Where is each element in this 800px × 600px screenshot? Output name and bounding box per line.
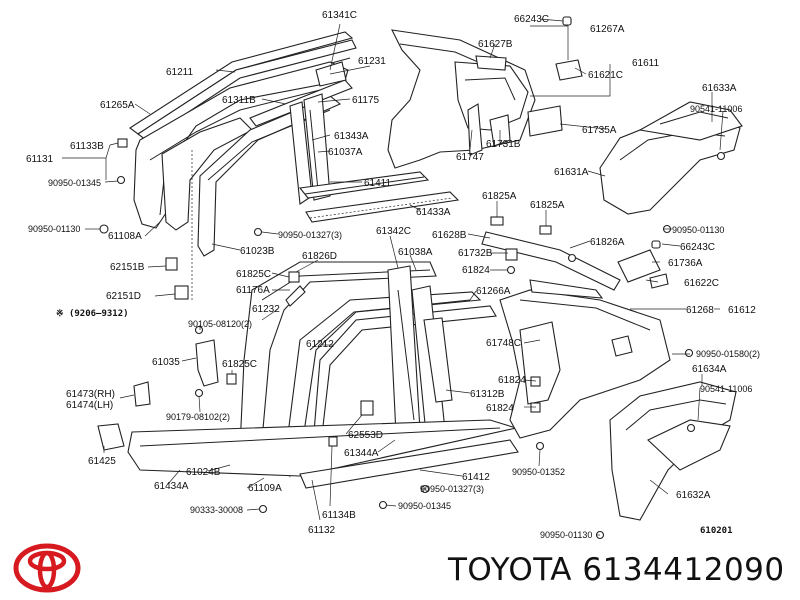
label-61425: 61425 xyxy=(88,456,116,467)
label-61824-1: 61824 xyxy=(462,265,490,276)
label-66243C-mid: 66243C xyxy=(680,242,715,253)
label-90950-01130-bot: 90950-01130 xyxy=(540,530,592,540)
label-code-note: ※ (9206–9312) xyxy=(56,309,129,319)
label-61411: 61411 xyxy=(364,178,392,189)
label-61824-2: 61824 xyxy=(498,375,526,386)
label-61311B: 61311B xyxy=(222,95,256,106)
label-61611: 61611 xyxy=(632,58,660,69)
label-90950-01130-left: 90950-01130 xyxy=(28,224,80,234)
label-61621C: 61621C xyxy=(588,70,623,81)
label-61038A: 61038A xyxy=(398,247,433,258)
label-61037A: 61037A xyxy=(328,147,363,158)
label-61024B: 61024B xyxy=(186,467,221,478)
label-90541-11006-bot: 90541-11006 xyxy=(700,384,752,394)
label-61731B: 61731B xyxy=(486,139,521,150)
label-61825C-2: 61825C xyxy=(222,359,257,370)
label-61266A: 61266A xyxy=(476,286,511,297)
label-90105-08120: 90105-08120(2) xyxy=(188,319,252,329)
label-61265A: 61265A xyxy=(100,100,135,111)
leader-lines xyxy=(62,18,724,536)
label-62553D: 62553D xyxy=(348,430,383,441)
label-61825A-1: 61825A xyxy=(482,191,517,202)
label-61211: 61211 xyxy=(166,67,194,78)
label-61473-rh: 61473(RH) xyxy=(66,389,115,400)
label-61176A: 61176A xyxy=(236,285,270,296)
label-61735A: 61735A xyxy=(582,125,617,136)
label-61134B: 61134B xyxy=(322,510,356,521)
label-61825C-1: 61825C xyxy=(236,269,271,280)
label-61612: 61612 xyxy=(728,305,756,316)
label-61631A: 61631A xyxy=(554,167,589,178)
label-61132: 61132 xyxy=(308,525,336,536)
label-61824-3: 61824 xyxy=(486,403,514,414)
label-61628B: 61628B xyxy=(432,230,467,241)
part-title: TOYOTA 6134412090 xyxy=(448,552,785,588)
label-62151B: 62151B xyxy=(110,262,145,273)
label-90950-01327-3-bot: 90950-01327(3) xyxy=(420,484,484,494)
label-61268: 61268 xyxy=(686,305,714,316)
label-61632A: 61632A xyxy=(676,490,711,501)
label-90179-08102: 90179-08102(2) xyxy=(166,412,230,422)
label-diagram-code: 610201 xyxy=(700,526,733,536)
label-61344A: 61344A xyxy=(344,448,379,459)
center-pillar-lower-drawing xyxy=(97,261,545,514)
label-90541-11006-top: 90541-11006 xyxy=(690,104,742,114)
label-61341C: 61341C xyxy=(322,10,357,21)
label-61433A: 61433A xyxy=(416,207,451,218)
label-61231: 61231 xyxy=(358,56,386,67)
label-90950-01352: 90950-01352 xyxy=(512,467,565,477)
label-66243C-top: 66243C xyxy=(514,14,549,25)
label-61175: 61175 xyxy=(352,95,380,106)
label-61747: 61747 xyxy=(456,152,484,163)
label-61343A: 61343A xyxy=(334,131,369,142)
label-62151D: 62151D xyxy=(106,291,141,302)
toyota-logo-icon xyxy=(13,543,81,593)
label-61748C: 61748C xyxy=(486,338,521,349)
left-body-panel-drawing xyxy=(99,31,460,300)
label-61108A: 61108A xyxy=(108,231,142,242)
rear-quarter-panel-drawing xyxy=(481,216,737,540)
label-61023B: 61023B xyxy=(240,246,275,257)
label-61627B: 61627B xyxy=(478,39,513,50)
label-90950-01130-right: 90950-01130 xyxy=(672,225,724,235)
label-61109A: 61109A xyxy=(248,483,282,494)
label-61634A: 61634A xyxy=(692,364,727,375)
label-61732B: 61732B xyxy=(458,248,493,259)
label-61133B: 61133B xyxy=(70,141,104,152)
right-quarter-panel-top-drawing xyxy=(387,16,743,234)
label-61826D: 61826D xyxy=(302,251,337,262)
part-number: 6134412090 xyxy=(582,552,785,588)
label-61633A: 61633A xyxy=(702,83,737,94)
label-61267A: 61267A xyxy=(590,24,625,35)
brand-name: TOYOTA xyxy=(448,552,573,588)
part-number-labels: 61341C 66243C 61267A 61211 61231 61627B … xyxy=(26,10,760,540)
label-61434A: 61434A xyxy=(154,481,189,492)
label-61131: 61131 xyxy=(26,154,54,165)
label-61412: 61412 xyxy=(462,472,490,483)
label-61825A-2: 61825A xyxy=(530,200,565,211)
label-61212: 61212 xyxy=(306,339,334,350)
label-61312B: 61312B xyxy=(470,389,505,400)
label-61035: 61035 xyxy=(152,357,180,368)
label-61736A: 61736A xyxy=(668,258,703,269)
label-90950-01580: 90950-01580(2) xyxy=(696,349,760,359)
label-61474-lh: 61474(LH) xyxy=(66,400,113,411)
label-90950-01345-top: 90950-01345 xyxy=(48,178,101,188)
label-90950-01345-bot: 90950-01345 xyxy=(398,501,451,511)
label-61342C: 61342C xyxy=(376,226,411,237)
label-61826A: 61826A xyxy=(590,237,625,248)
label-61622C: 61622C xyxy=(684,278,719,289)
label-90333-30008: 90333-30008 xyxy=(190,505,243,515)
label-61232: 61232 xyxy=(252,304,280,315)
label-90950-01327-3-top: 90950-01327(3) xyxy=(278,230,342,240)
